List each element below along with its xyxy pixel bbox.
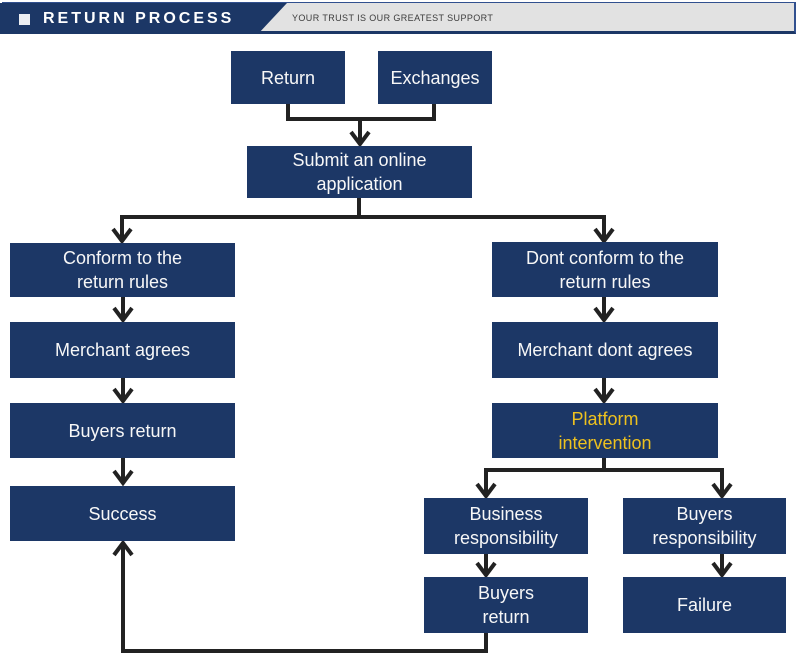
header-tagline: YOUR TRUST IS OUR GREATEST SUPPORT (292, 13, 494, 23)
node-label: Buyers (676, 504, 733, 524)
node-label: Failure (676, 595, 733, 615)
node-label: return (482, 607, 530, 627)
node-submit-application: Submit an online application (247, 146, 472, 198)
node-label: Platform (571, 408, 639, 429)
node-label: Exchanges (390, 67, 480, 88)
node-merchant-agrees: Merchant agrees (10, 322, 235, 378)
node-label: return rules (76, 272, 169, 292)
node-label: Buyers return (68, 420, 177, 441)
node-label: responsibility (652, 528, 757, 548)
node-label: Conform to the (62, 248, 183, 268)
bullet-square-icon (19, 14, 30, 25)
node-return: Return (231, 51, 345, 104)
node-label: Submit an online (292, 150, 427, 170)
node-label: Buyers (477, 583, 535, 603)
node-merchant-dont-agrees: Merchant dont agrees (492, 322, 718, 378)
node-platform-intervention: Platform intervention (492, 403, 718, 458)
node-label: Merchant agrees (54, 340, 191, 360)
node-failure: Failure (623, 577, 786, 633)
node-buyers-return: Buyers return (10, 403, 235, 458)
node-label: Return (260, 67, 316, 88)
node-business-responsibility: Business responsibility (424, 498, 588, 554)
node-label: responsibility (453, 528, 559, 548)
node-dont-conform-rules: Dont conform to the return rules (492, 242, 718, 297)
node-label: Dont conform to the (525, 247, 685, 268)
node-buyers-return-2: Buyers return (424, 577, 588, 633)
node-label: application (316, 174, 403, 194)
node-label: Merchant dont agrees (517, 340, 693, 360)
node-conform-rules: Conform to the return rules (10, 243, 235, 297)
page-title: RETURN PROCESS (43, 10, 235, 27)
header-ribbon (0, 3, 287, 34)
node-exchanges: Exchanges (378, 51, 492, 104)
node-label: Success (88, 503, 157, 524)
node-label: return rules (559, 271, 651, 292)
node-label: intervention (558, 432, 652, 453)
node-buyers-responsibility: Buyers responsibility (623, 498, 786, 554)
node-label: Business (469, 504, 543, 524)
node-success: Success (10, 486, 235, 541)
